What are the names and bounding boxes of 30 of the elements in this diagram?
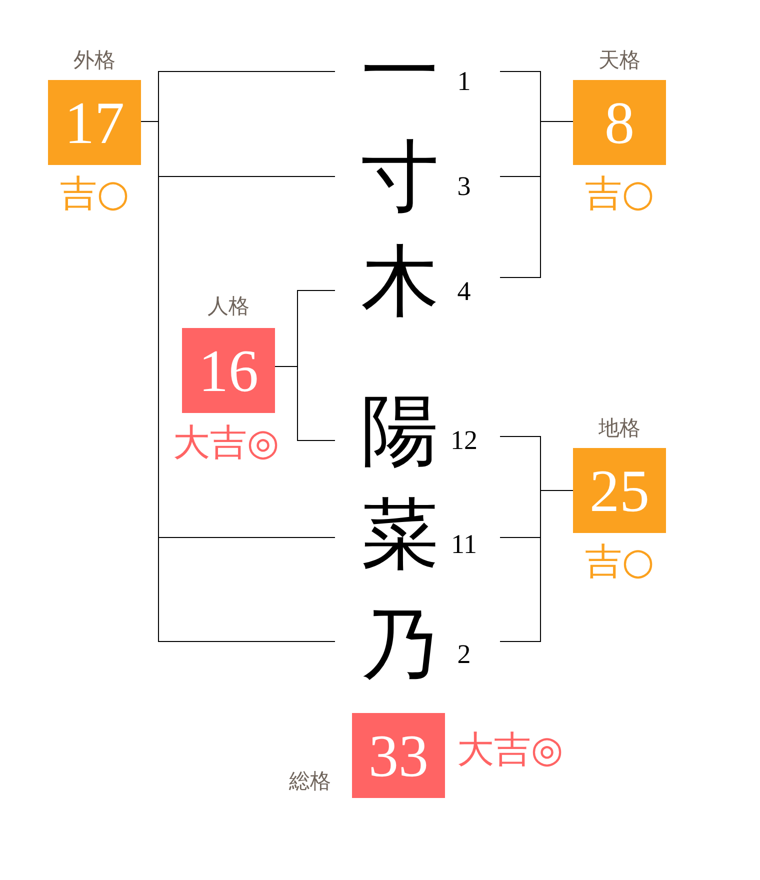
stroke-count: 11 bbox=[451, 530, 477, 558]
score-box: 33 bbox=[352, 713, 445, 798]
name-character: 陽 bbox=[361, 391, 439, 471]
name-character: 木 bbox=[361, 242, 439, 322]
fortune-label: 大吉◎ bbox=[456, 730, 564, 770]
name-character: 寸 bbox=[361, 137, 439, 217]
fortune-label: 吉○ bbox=[584, 174, 654, 214]
connector-line bbox=[500, 490, 574, 642]
score-box: 8 bbox=[573, 80, 666, 165]
connector-line bbox=[274, 366, 336, 441]
category-label: 外格 bbox=[74, 48, 116, 72]
category-label: 天格 bbox=[598, 48, 640, 72]
name-character: 乃 bbox=[361, 605, 439, 685]
fortune-label: 吉○ bbox=[60, 174, 130, 214]
score-box: 17 bbox=[48, 80, 141, 165]
score-box: 16 bbox=[182, 328, 275, 413]
category-label: 人格 bbox=[208, 294, 250, 318]
connector-line bbox=[500, 121, 574, 278]
category-label: 地格 bbox=[598, 416, 640, 440]
fortune-label: 吉○ bbox=[584, 542, 654, 582]
stroke-count: 2 bbox=[457, 640, 471, 668]
fortune-label: 大吉◎ bbox=[172, 423, 280, 463]
name-character: 菜 bbox=[361, 495, 439, 575]
score-box: 25 bbox=[573, 448, 666, 533]
category-label: 総格 bbox=[289, 769, 331, 793]
stroke-count: 1 bbox=[457, 67, 471, 95]
name-character: 一 bbox=[361, 32, 439, 112]
stroke-count: 12 bbox=[450, 426, 478, 454]
stroke-count: 4 bbox=[457, 277, 471, 305]
stroke-count: 3 bbox=[457, 172, 471, 200]
